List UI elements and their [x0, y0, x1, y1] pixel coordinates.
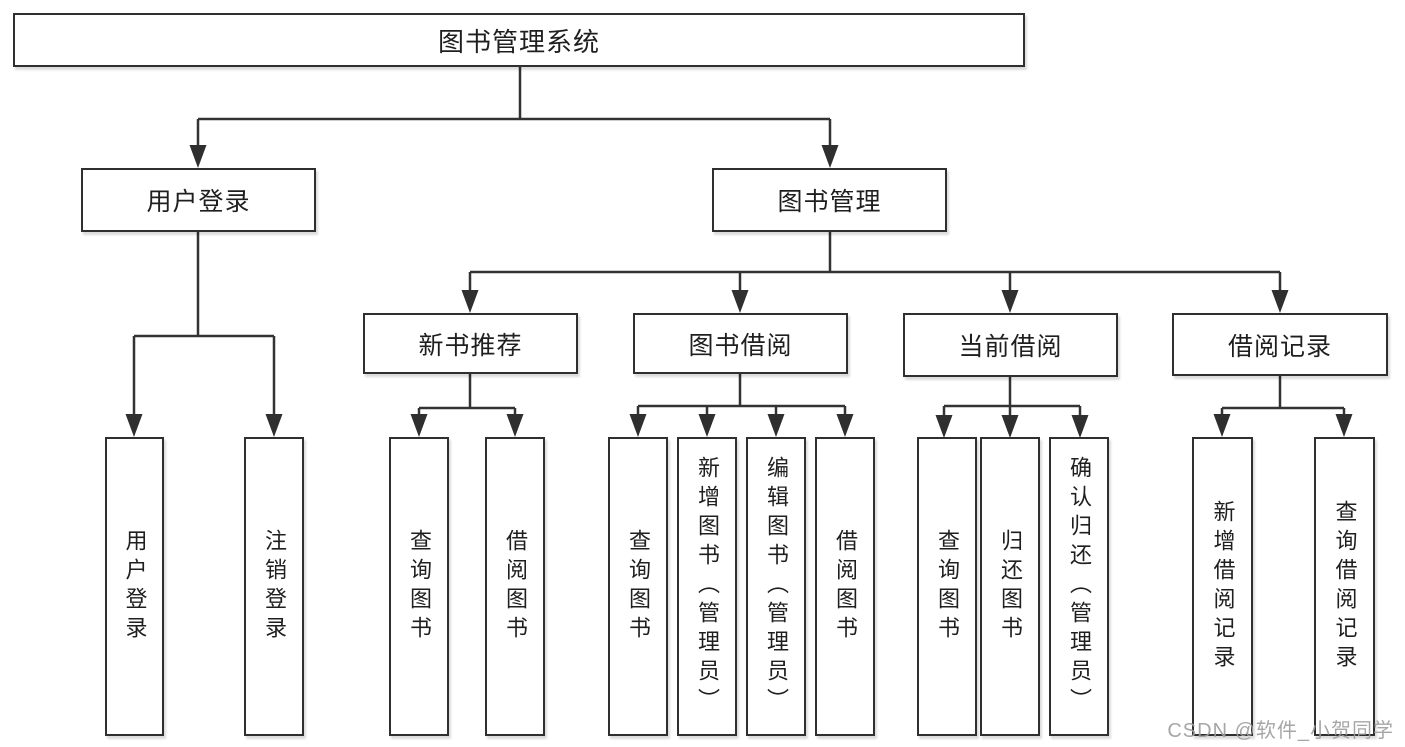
- arrow-down-icon: [506, 414, 524, 437]
- arrow-down-icon: [1001, 290, 1019, 313]
- node-label: 新书推荐: [418, 331, 523, 360]
- leaf-confirm-return-admin: 确认归还（管理员）: [1049, 437, 1109, 736]
- node-current-borrowing: 当前借阅: [903, 313, 1118, 377]
- connector-root-to-level2: [196, 67, 832, 160]
- node-borrow-records: 借阅记录: [1172, 313, 1388, 376]
- node-label: 借阅记录: [1227, 332, 1332, 361]
- arrow-down-icon: [410, 414, 428, 437]
- connector-newrec-to-leaves: [417, 374, 517, 428]
- node-label: 用户登录: [146, 188, 251, 216]
- node-system-root: 图书管理系统: [13, 13, 1025, 67]
- arrow-down-icon: [1213, 414, 1231, 437]
- node-label: 注销登录: [262, 528, 287, 645]
- leaf-query-books-recommend: 查询图书: [389, 437, 449, 736]
- node-label: 当前借阅: [958, 333, 1063, 361]
- node-label: 图书管理: [777, 188, 882, 216]
- arrow-down-icon: [1071, 415, 1089, 438]
- arrow-down-icon: [629, 414, 647, 437]
- arrow-down-icon: [461, 290, 479, 313]
- arrow-down-icon: [767, 414, 785, 437]
- node-new-book-recommend: 新书推荐: [363, 313, 578, 374]
- leaf-add-borrow-record: 新增借阅记录: [1192, 437, 1253, 736]
- node-book-borrowing: 图书借阅: [633, 313, 848, 374]
- arrow-down-icon: [935, 415, 953, 438]
- node-user-login-branch: 用户登录: [81, 168, 316, 232]
- node-label: 查询图书: [935, 528, 960, 645]
- arrow-down-icon: [731, 290, 749, 313]
- node-label: 新增图书（管理员）: [695, 456, 720, 717]
- leaf-user-login: 用户登录: [105, 437, 164, 736]
- node-label: 借阅图书: [503, 528, 528, 645]
- leaf-query-books-current: 查询图书: [917, 437, 977, 736]
- arrow-down-icon: [1271, 290, 1289, 313]
- connector-records-to-leaves: [1220, 376, 1346, 428]
- leaf-logout: 注销登录: [244, 437, 304, 736]
- node-label: 图书管理系统: [437, 26, 600, 57]
- leaf-borrow-books: 借阅图书: [815, 437, 875, 736]
- leaf-add-books-admin: 新增图书（管理员）: [677, 437, 737, 736]
- leaf-query-borrow-record: 查询借阅记录: [1314, 437, 1375, 736]
- node-label: 用户登录: [122, 528, 148, 645]
- node-label: 归还图书: [998, 528, 1023, 645]
- connector-mgmt-to-level3: [468, 232, 1282, 305]
- arrow-down-icon: [1001, 415, 1019, 438]
- leaf-borrow-books-recommend: 借阅图书: [485, 437, 545, 736]
- node-book-management-branch: 图书管理: [712, 168, 947, 232]
- connector-login-to-leaves: [132, 232, 276, 428]
- node-label: 编辑图书（管理员）: [764, 456, 789, 717]
- leaf-edit-books-admin: 编辑图书（管理员）: [746, 437, 806, 736]
- node-label: 查询图书: [407, 528, 432, 645]
- arrow-down-icon: [1335, 414, 1353, 437]
- arrow-down-icon: [189, 145, 207, 168]
- node-label: 借阅图书: [833, 528, 858, 645]
- node-label: 图书借阅: [688, 331, 793, 360]
- leaf-return-books: 归还图书: [980, 437, 1040, 736]
- arrow-down-icon: [265, 414, 283, 437]
- node-label: 确认归还（管理员）: [1067, 456, 1092, 717]
- leaf-query-books-borrowing: 查询图书: [608, 437, 668, 736]
- arrow-down-icon: [821, 145, 839, 168]
- csdn-watermark: CSDN @软件_小贺同学: [1167, 720, 1394, 742]
- arrow-down-icon: [125, 414, 143, 437]
- connector-borrow-to-leaves: [636, 374, 847, 428]
- arrow-down-icon: [836, 414, 854, 437]
- node-label: 查询借阅记录: [1332, 499, 1358, 674]
- node-label: 查询图书: [626, 528, 651, 645]
- arrow-down-icon: [698, 414, 716, 437]
- node-label: 新增借阅记录: [1210, 499, 1236, 674]
